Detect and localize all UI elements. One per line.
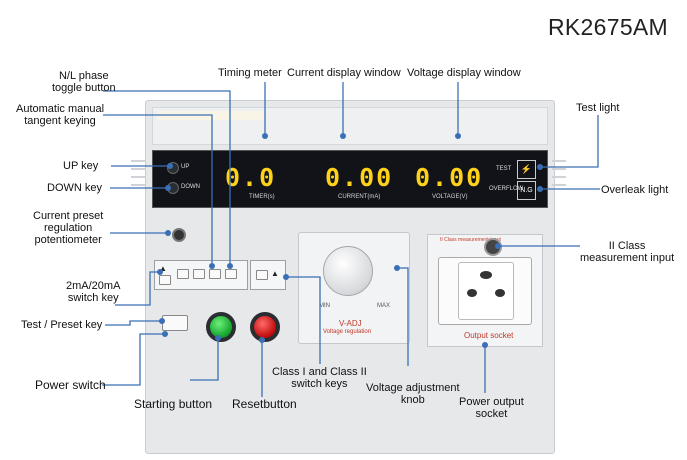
class-i-key[interactable] (256, 270, 268, 280)
callout-class-switch: Class I and Class II switch keys (272, 366, 367, 390)
output-socket-label: Output socket (464, 331, 514, 340)
vent (131, 184, 145, 186)
class-switch-panel: ▲ (250, 260, 286, 290)
ii-class-input-jack[interactable] (484, 238, 502, 256)
range-key[interactable] (177, 269, 189, 279)
test-label: TEST (496, 166, 512, 172)
voltage-adjustment-knob[interactable] (323, 246, 373, 296)
knob-title: V-ADJ (339, 319, 362, 328)
preset-potentiometer[interactable] (172, 228, 186, 242)
display-panel: UP DOWN 0.0 TIMER(s) 0.00 CURRENT(mA) 0.… (152, 150, 548, 208)
vent (131, 168, 145, 170)
start-button[interactable] (206, 312, 236, 342)
callout-current-window: Current display window (287, 67, 401, 79)
callout-up-key: UP key (63, 160, 99, 172)
test-preset-key[interactable] (159, 275, 171, 285)
callout-test-light: Test light (576, 102, 620, 114)
knob-subtitle: Voltage regulation (323, 329, 372, 335)
auto-manual-key[interactable] (193, 269, 205, 279)
triangle-icon: ▲ (271, 269, 279, 278)
callout-power-socket: Power output socket (459, 396, 524, 420)
socket-hole-icon (495, 289, 505, 297)
socket-hole-icon (480, 271, 492, 279)
callout-nl-phase-toggle: N/L phase toggle button (52, 70, 116, 94)
down-label: DOWN (181, 184, 200, 190)
callout-voltage-window: Voltage display window (407, 67, 521, 79)
timer-label: TIMER(s) (249, 194, 275, 200)
overleak-light-icon: N.G (517, 181, 536, 200)
vent (131, 176, 145, 178)
voltage-display: 0.00 (415, 163, 484, 192)
vent (131, 160, 145, 162)
vent (552, 160, 566, 162)
output-socket-face (458, 262, 514, 320)
timer-display: 0.0 (225, 163, 277, 192)
callout-reset-button: Resetbutton (232, 397, 297, 411)
vent (552, 176, 566, 178)
ii-class-input-label: II Class measurement input (440, 237, 501, 243)
vent (552, 184, 566, 186)
callout-down-key: DOWN key (47, 182, 102, 194)
nl-phase-key[interactable] (225, 269, 237, 279)
socket-hole-icon (467, 289, 477, 297)
current-label: CURRENT(mA) (338, 194, 381, 200)
knob-max-label: MAX (377, 303, 391, 309)
test-light-icon: ⚡ (517, 160, 536, 179)
callout-test-preset-key: Test / Preset key (21, 319, 103, 331)
model-title: RK2675AM (548, 14, 669, 40)
callout-overleak-light: Overleak light (601, 184, 669, 196)
callout-range-key: 2mA/20mA switch key (66, 280, 121, 304)
callout-starting-button: Starting button (134, 397, 213, 411)
up-arrow-icon: ▲ (159, 264, 167, 273)
callout-ii-class-input: II Class measurement input (580, 240, 675, 264)
top-strip (152, 107, 548, 145)
current-display: 0.00 (325, 163, 394, 192)
callout-timing-meter: Timing meter (218, 67, 282, 79)
timing-key[interactable] (209, 269, 221, 279)
voltage-label: VOLTAGE(V) (432, 194, 468, 200)
knob-min-label: MIN (319, 303, 330, 309)
callout-preset-pot: Current preset regulation potentiometer (33, 210, 104, 246)
callout-voltage-knob: Voltage adjustment knob (366, 382, 460, 406)
callout-auto-manual: Automatic manual tangent keying (16, 103, 105, 127)
overflow-label: OVERFLOW (489, 186, 524, 192)
up-label: UP (181, 164, 190, 170)
vent (552, 168, 566, 170)
callout-power-switch: Power switch (35, 378, 106, 392)
